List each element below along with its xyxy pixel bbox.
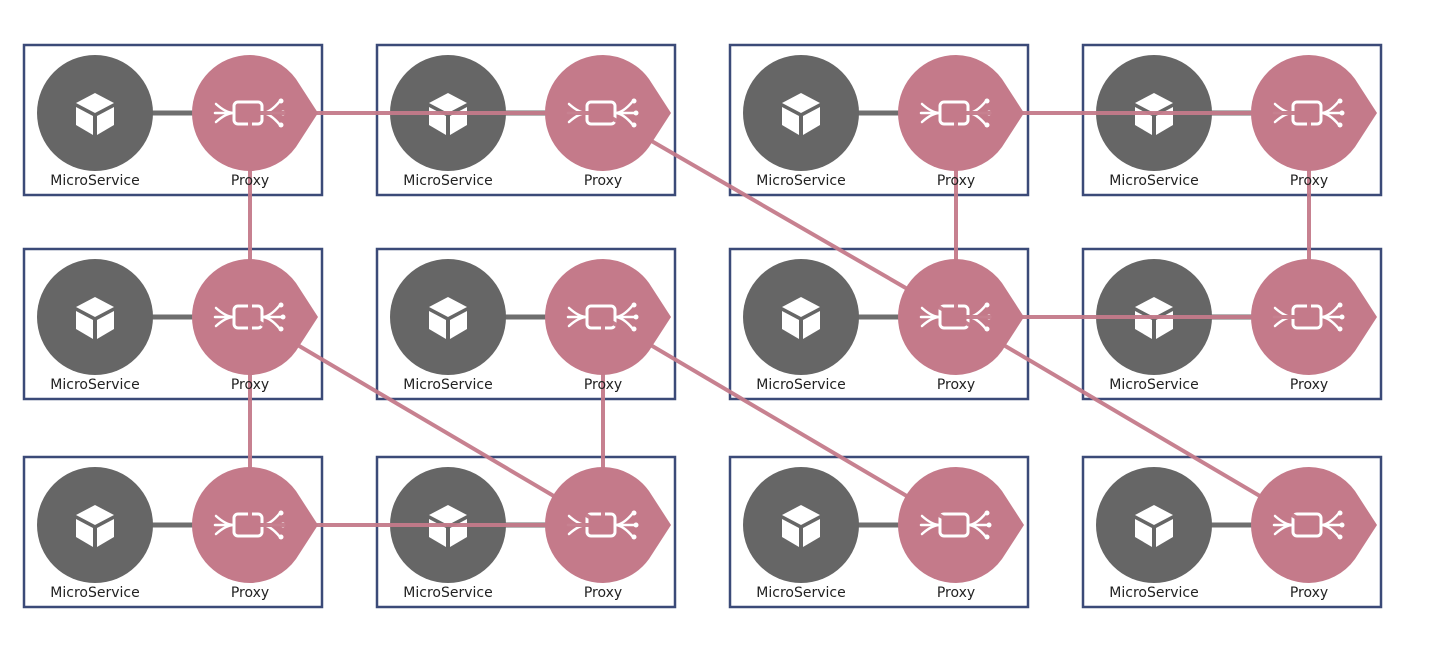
microservice-label: MicroService (50, 173, 139, 189)
proxy-label: Proxy (584, 173, 622, 189)
microservice-node (1096, 467, 1212, 583)
mesh-link (601, 111, 958, 319)
microservice-label: MicroService (756, 173, 845, 189)
node-box (22, 455, 324, 609)
microservice-node (390, 259, 506, 375)
node-box (1081, 455, 1383, 609)
microservice-label: MicroService (1109, 377, 1198, 393)
microservice-node (743, 259, 859, 375)
node-box (22, 247, 324, 401)
proxy-node (898, 467, 1024, 583)
microservice-label: MicroService (50, 585, 139, 601)
proxy-shape (545, 55, 671, 171)
proxy-label: Proxy (937, 173, 975, 189)
microservice-label: MicroService (403, 173, 492, 189)
boxes-layer (22, 43, 1383, 609)
microservice-label: MicroService (403, 377, 492, 393)
proxy-label: Proxy (1290, 173, 1328, 189)
microservice-node (37, 259, 153, 375)
proxy-node (1251, 259, 1377, 375)
microservice-label: MicroService (1109, 585, 1198, 601)
node-box (22, 43, 324, 197)
microservice-label: MicroService (1109, 173, 1198, 189)
mesh-link (601, 315, 958, 527)
microservice-node (37, 467, 153, 583)
node-box (728, 247, 1030, 401)
proxy-shape (192, 259, 318, 375)
proxy-node (545, 467, 671, 583)
mesh-link (248, 315, 605, 527)
proxy-shape (1251, 55, 1377, 171)
proxy-shape (545, 467, 671, 583)
microservice-node (743, 467, 859, 583)
microservice-node (37, 55, 153, 171)
microservice-node (743, 55, 859, 171)
proxy-label: Proxy (231, 585, 269, 601)
proxy-shape (1251, 467, 1377, 583)
microservice-label: MicroService (756, 585, 845, 601)
links-layer (248, 111, 1311, 527)
proxy-node (545, 259, 671, 375)
mesh-link (954, 315, 1311, 527)
node-box (728, 455, 1030, 609)
microservice-label: MicroService (403, 585, 492, 601)
node-box (375, 247, 677, 401)
proxy-node (1251, 55, 1377, 171)
node-box (375, 43, 677, 197)
proxy-label: Proxy (584, 585, 622, 601)
proxy-label: Proxy (231, 377, 269, 393)
proxy-shape (545, 259, 671, 375)
microservice-label: MicroService (50, 377, 139, 393)
proxy-node (1251, 467, 1377, 583)
proxy-shape (898, 467, 1024, 583)
node-box (1081, 43, 1383, 197)
proxy-label: Proxy (937, 585, 975, 601)
proxy-label: Proxy (937, 377, 975, 393)
proxy-shape (1251, 259, 1377, 375)
proxy-node (545, 55, 671, 171)
proxy-node (192, 259, 318, 375)
proxy-label: Proxy (1290, 585, 1328, 601)
proxy-label: Proxy (584, 377, 622, 393)
proxy-label: Proxy (231, 173, 269, 189)
proxy-label: Proxy (1290, 377, 1328, 393)
microservice-label: MicroService (756, 377, 845, 393)
